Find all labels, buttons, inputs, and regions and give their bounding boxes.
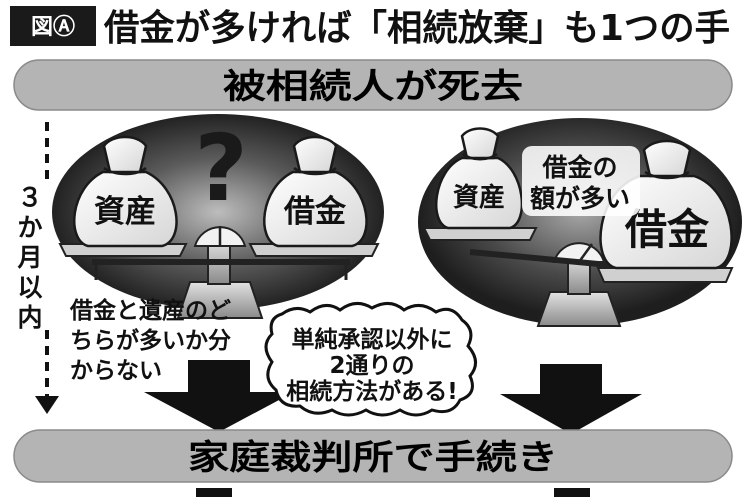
bag-label-assets-small: 資産 bbox=[453, 182, 505, 213]
right-next-arrow-stub bbox=[554, 488, 590, 497]
figure-tag-bg bbox=[10, 6, 96, 46]
bottom-bar-label: 家庭裁判所で手続き bbox=[188, 438, 558, 478]
uncertain-note: 借金と遺産のど ちらが多いか分 からない bbox=[69, 297, 231, 384]
bottom-bar: 家庭裁判所で手続き bbox=[13, 429, 733, 483]
page-title: 借金が多ければ「相続放棄」も1つの手 bbox=[103, 7, 730, 49]
debt-amount-label: 借金の 額が多い bbox=[522, 146, 640, 216]
debt-amount-label-bg bbox=[522, 146, 640, 216]
timeline-label-1: ３ bbox=[17, 183, 42, 212]
bag-label-debt-big: 借金 bbox=[624, 205, 710, 254]
callout-line-1: 単純承認以外に bbox=[292, 326, 453, 353]
left-scale-base bbox=[176, 281, 264, 319]
right-down-arrow bbox=[500, 364, 642, 434]
right-scale-dial bbox=[552, 242, 606, 263]
uncertain-note-line-1: 借金と遺産のど bbox=[69, 297, 231, 324]
callout-line-3: 相続方法がある! bbox=[286, 378, 458, 405]
figure-tag: 図Ⓐ bbox=[31, 14, 75, 40]
timeline-label-5: 内 bbox=[17, 303, 42, 332]
top-bar-bg bbox=[13, 59, 733, 111]
timeline: ３ か 月 以 内 bbox=[8, 122, 59, 414]
debt-amount-line-2: 額が多い bbox=[530, 184, 630, 213]
right-scale-base bbox=[536, 291, 622, 327]
right-scene: 資産 借金 借金の 額が多い bbox=[418, 118, 742, 327]
question-mark: ? bbox=[194, 115, 247, 222]
timeline-label-4: 以 bbox=[17, 273, 42, 302]
top-bar: 被相続人が死去 bbox=[13, 59, 733, 111]
callout-burst bbox=[264, 302, 477, 417]
right-scale-needle bbox=[577, 243, 594, 263]
timeline-label-3: 月 bbox=[16, 243, 42, 272]
timeline-label-2: か bbox=[17, 213, 42, 242]
bag-label-debt: 借金 bbox=[283, 194, 347, 230]
bottom-bar-bg bbox=[13, 429, 733, 483]
money-bag-assets: 資産 bbox=[73, 135, 178, 248]
left-next-arrow-stub bbox=[196, 488, 232, 497]
left-down-arrow bbox=[144, 360, 294, 432]
timeline-arrowhead bbox=[35, 396, 59, 414]
top-bar-label: 被相続人が死去 bbox=[223, 67, 523, 107]
callout-line-2: 2通りの bbox=[329, 353, 414, 379]
money-bag-assets-small: 資産 bbox=[435, 127, 524, 230]
timeline-label-bg bbox=[8, 180, 50, 330]
header: 図Ⓐ 借金が多ければ「相続放棄」も1つの手 bbox=[10, 6, 730, 49]
right-pan-left bbox=[422, 227, 538, 241]
debt-amount-line-1: 借金の bbox=[541, 153, 617, 182]
money-bag-debt: 借金 bbox=[263, 135, 368, 248]
right-pan-right bbox=[596, 267, 734, 283]
uncertain-note-line-3: からない bbox=[70, 358, 162, 384]
left-scene: 資産 借金 ? bbox=[52, 114, 384, 319]
bag-label-assets: 資産 bbox=[94, 194, 156, 230]
center-callout: 単純承認以外に 2通りの 相続方法がある! bbox=[264, 302, 477, 417]
uncertain-note-line-2: ちらが多いか分 bbox=[70, 327, 231, 354]
